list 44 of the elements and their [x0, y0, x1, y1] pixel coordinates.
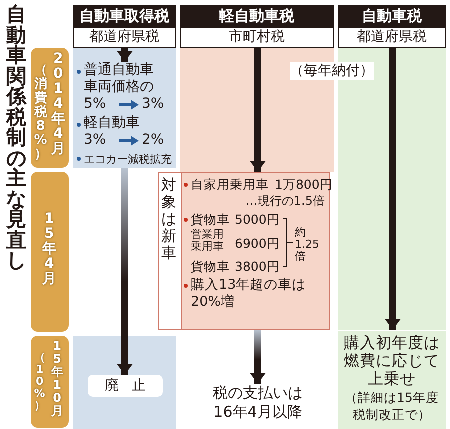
vertical-text: 対象は新車 — [161, 177, 177, 262]
tax-type-label: 市町村税 — [180, 27, 334, 48]
bullet-text: 3% — [142, 96, 164, 113]
note-text: （詳細は15年度税制改正で） — [344, 389, 440, 423]
result-text: 購入初年度は燃費に応じて上乗せ — [343, 334, 441, 388]
tax-name-header: 自動車取得税 — [73, 5, 176, 27]
bullet-text: エコカー減税拡充 — [77, 151, 172, 168]
title: 自動車関係税制の主な見直し — [6, 4, 27, 270]
period-label: （消費税8%） — [34, 64, 48, 162]
result-panel — [338, 330, 446, 429]
arrow — [250, 48, 266, 172]
rate-text: 3800円 — [235, 258, 280, 275]
tax-type-label: 都道府県税 — [73, 27, 176, 48]
result-box: 廃止 — [88, 375, 163, 397]
period-label: （10%） — [34, 352, 46, 412]
bullet-text: 3% — [84, 132, 106, 149]
note-label: （毎年納付） — [290, 62, 374, 80]
note-text: 購入13年超の車は20%増 — [184, 277, 326, 311]
bullet-text: 2% — [142, 132, 164, 149]
bullet-text: 普通自動車 — [77, 62, 154, 79]
bullet-text: 車両価格の — [84, 79, 154, 96]
arrow — [385, 48, 401, 330]
period-label: 15年4月 — [42, 212, 57, 287]
arrow — [117, 168, 133, 375]
period-label: 2014年4月 — [51, 52, 66, 157]
arrow — [250, 330, 266, 384]
period-label: 15年10月 — [51, 340, 64, 418]
result-text: 税の支払いは16年4月以降 — [210, 384, 306, 426]
note-text: …現行の1.5倍 — [246, 193, 325, 210]
tax-name-header: 自動車税 — [338, 5, 446, 27]
rate-text: 貨物車 — [184, 211, 230, 228]
rate-text: 営業用乗用車 — [191, 229, 225, 253]
rate-text: 5000円 — [235, 211, 280, 228]
rate-text: 6900円 — [235, 235, 280, 252]
bullet-text: 軽自動車 — [77, 115, 140, 132]
rate-text: 自家用乗用車 — [184, 176, 269, 193]
tax-type-label: 都道府県税 — [338, 27, 446, 48]
rate-text: 1万800円 — [275, 176, 333, 193]
bullet-text: 5% — [84, 96, 106, 113]
tax-name-header: 軽自動車税 — [180, 5, 334, 27]
content-panel — [73, 62, 176, 168]
arrow — [117, 48, 133, 62]
note-text: 約1.25倍 — [295, 227, 320, 263]
rate-text: 貨物車 — [191, 258, 230, 275]
